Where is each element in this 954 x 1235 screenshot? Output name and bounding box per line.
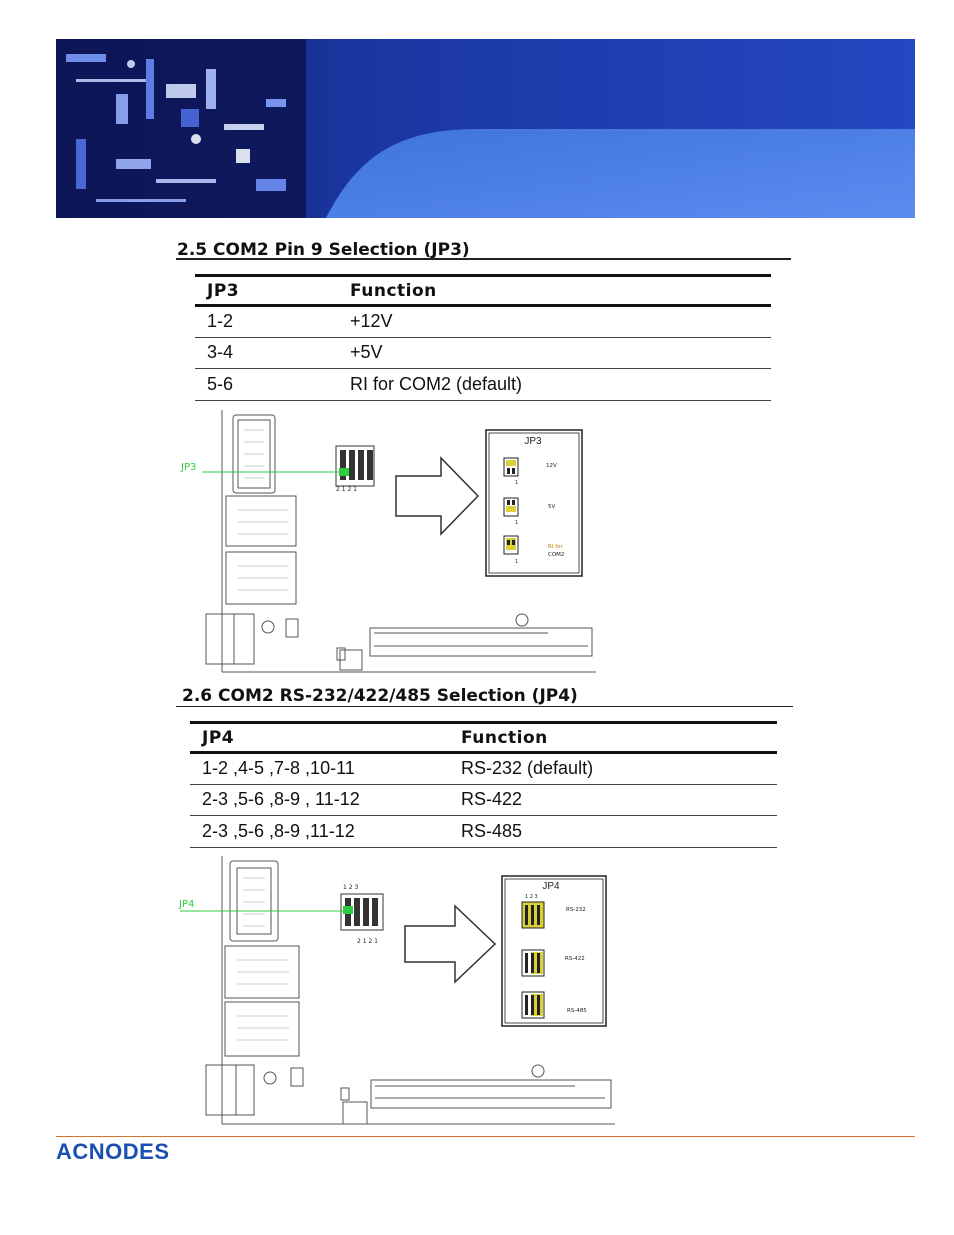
option-label: RS-232	[566, 907, 586, 913]
option-label: RI for	[548, 544, 563, 550]
jp4-function-cell: RS-422	[449, 784, 777, 816]
jp3-board-pin-numbers: 2 1 2 1	[336, 486, 357, 493]
jp4-board-pin-numbers-top: 1 2 3	[343, 884, 358, 891]
jumper-option-rs232: RS-232	[521, 901, 586, 929]
jp4-board-jumpers	[340, 893, 384, 931]
arrow-right-icon	[395, 456, 480, 536]
jp4-function-cell: RS-232 (default)	[449, 752, 777, 785]
arrow-right-icon	[404, 904, 497, 984]
section-2-6-title-rule	[176, 706, 793, 707]
table-row: 2-3 ,5-6 ,8-9 ,11-12 RS-485	[190, 815, 777, 848]
svg-text:1: 1	[515, 480, 518, 486]
option-label: RS-485	[567, 1008, 587, 1014]
table-header-function: Function	[338, 274, 771, 307]
jumper-option-12v: 1 12V	[503, 457, 557, 486]
table-header-row: JP4 Function	[190, 721, 777, 754]
option-label: RS-422	[565, 956, 585, 962]
jp3-detail-box: JP3 1 12V 1 5V 1 RI for COM2	[485, 429, 583, 577]
jp3-pins-cell: 5-6	[195, 368, 338, 401]
table-header-row: JP3 Function	[195, 274, 771, 307]
jp3-function-cell: RI for COM2 (default)	[338, 368, 771, 401]
table-row: 3-4 +5V	[195, 337, 771, 369]
jp3-pins-cell: 1-2	[195, 305, 338, 338]
jp4-table: JP4 Function 1-2 ,4-5 ,7-8 ,10-11 RS-232…	[190, 721, 777, 848]
jp4-pins-cell: 2-3 ,5-6 ,8-9 ,11-12	[190, 815, 449, 848]
jp3-board-label: JP3	[180, 462, 196, 473]
jp3-location-diagram: 2 1 2 1 JP3 JP3 1 12V 1 5V 1 RI for COM2	[180, 410, 596, 673]
jp3-board-jumpers	[335, 445, 375, 487]
jp4-detail-box: JP4 1 2 3 RS-232 RS-422 RS-485	[501, 875, 607, 1027]
svg-text:1: 1	[515, 559, 518, 565]
jumper-option-rs422: RS-422	[521, 949, 585, 977]
jp4-pins-cell: 1-2 ,4-5 ,7-8 ,10-11	[190, 752, 449, 785]
table-row: 2-3 ,5-6 ,8-9 , 11-12 RS-422	[190, 784, 777, 816]
acnodes-logo: ACNODES	[56, 1139, 170, 1164]
section-2-6-title: 2.6 COM2 RS-232/422/485 Selection (JP4)	[182, 686, 578, 706]
jp3-table: JP3 Function 1-2 +12V 3-4 +5V 5-6 RI for…	[195, 274, 771, 401]
jp3-function-cell: +5V	[338, 337, 771, 369]
jp3-detail-title: JP3	[524, 436, 542, 447]
jp4-pins-cell: 2-3 ,5-6 ,8-9 , 11-12	[190, 784, 449, 816]
jumper-option-rs485: RS-485	[521, 991, 587, 1019]
table-header-function: Function	[449, 721, 777, 754]
jp3-pins-cell: 3-4	[195, 337, 338, 369]
jp4-board-pin-numbers-bottom: 2 1 2 1	[357, 938, 378, 945]
svg-text:1: 1	[515, 520, 518, 526]
footer-rule	[56, 1136, 915, 1137]
header-banner	[56, 39, 915, 218]
jumper-option-ri-com2: 1 RI for COM2	[503, 535, 564, 565]
jp3-function-cell: +12V	[338, 305, 771, 338]
logo-text: ACNODES	[56, 1139, 170, 1164]
section-2-5-title: 2.5 COM2 Pin 9 Selection (JP3)	[177, 240, 470, 260]
table-row: 1-2 ,4-5 ,7-8 ,10-11 RS-232 (default)	[190, 752, 777, 785]
jp4-detail-title: JP4	[542, 881, 560, 892]
table-row: 5-6 RI for COM2 (default)	[195, 368, 771, 401]
jumper-option-5v: 1 5V	[503, 497, 555, 526]
table-row: 1-2 +12V	[195, 305, 771, 338]
option-label: 12V	[546, 463, 557, 469]
option-label: 5V	[548, 504, 555, 510]
option-label: COM2	[548, 552, 564, 558]
jp4-board-label: JP4	[178, 899, 194, 910]
jp4-detail-pin-numbers: 1 2 3	[525, 894, 538, 900]
table-header-jp3: JP3	[195, 274, 338, 307]
section-2-5-title-rule	[176, 258, 791, 260]
circuit-board-banner-image	[56, 39, 915, 218]
jp4-function-cell: RS-485	[449, 815, 777, 848]
table-header-jp4: JP4	[190, 721, 449, 754]
jp4-location-diagram: 1 2 3 2 1 2 1 JP4 JP4 1 2 3 RS-232 RS-42…	[178, 856, 615, 1125]
